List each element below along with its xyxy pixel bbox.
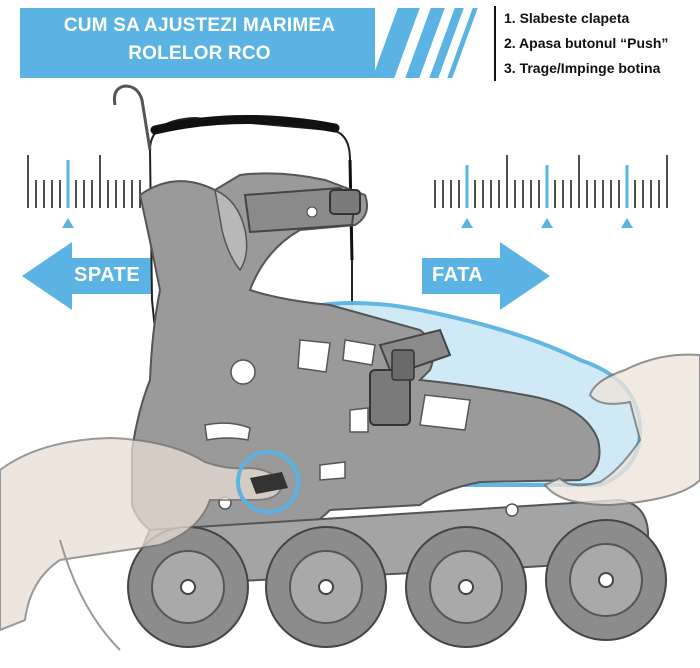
back-arrow-icon (22, 242, 155, 310)
left-scale-pointer (62, 218, 74, 228)
right-scale-pointer-1 (461, 218, 473, 228)
step-3: 3. Trage/Impinge botina (504, 60, 661, 76)
step-1: 1. Slabeste clapeta (504, 10, 630, 26)
wheel-4 (545, 519, 667, 641)
shell-details (204, 188, 471, 481)
title-line-1: CUM SA AJUSTEZI MARIMEA (63, 15, 336, 36)
right-scale-pointer-2 (541, 218, 553, 228)
title-banner: CUM SA AJUSTEZI MARIMEA ROLELOR RCO (0, 0, 700, 90)
wheels (127, 519, 667, 648)
instruction-steps: 1. Slabeste clapeta 2. Apasa butonul “Pu… (494, 6, 700, 81)
buckle-strap-lower (369, 328, 452, 426)
forward-arrow-label: FATA (432, 264, 484, 286)
right-scale-pointer-3 (621, 218, 633, 228)
right-hand-icon (543, 353, 700, 507)
push-button-icon (250, 472, 288, 494)
left-hand-icon (0, 436, 284, 651)
buckle-strap-upper (243, 186, 361, 234)
back-arrow-label: SPATE (74, 264, 141, 286)
page-title: CUM SA AJUSTEZI MARIMEA ROLELOR RCO (22, 12, 377, 68)
title-box (20, 8, 375, 78)
left-scale (27, 155, 141, 208)
forward-arrow-icon (422, 242, 550, 310)
push-button-highlight (236, 450, 300, 514)
title-line-2: ROLELOR RCO (128, 43, 271, 64)
wheel-2 (265, 526, 387, 648)
wheel-3 (405, 526, 527, 648)
right-scale (434, 155, 668, 208)
wheel-1 (127, 526, 249, 648)
step-2: 2. Apasa butonul “Push” (504, 35, 669, 51)
